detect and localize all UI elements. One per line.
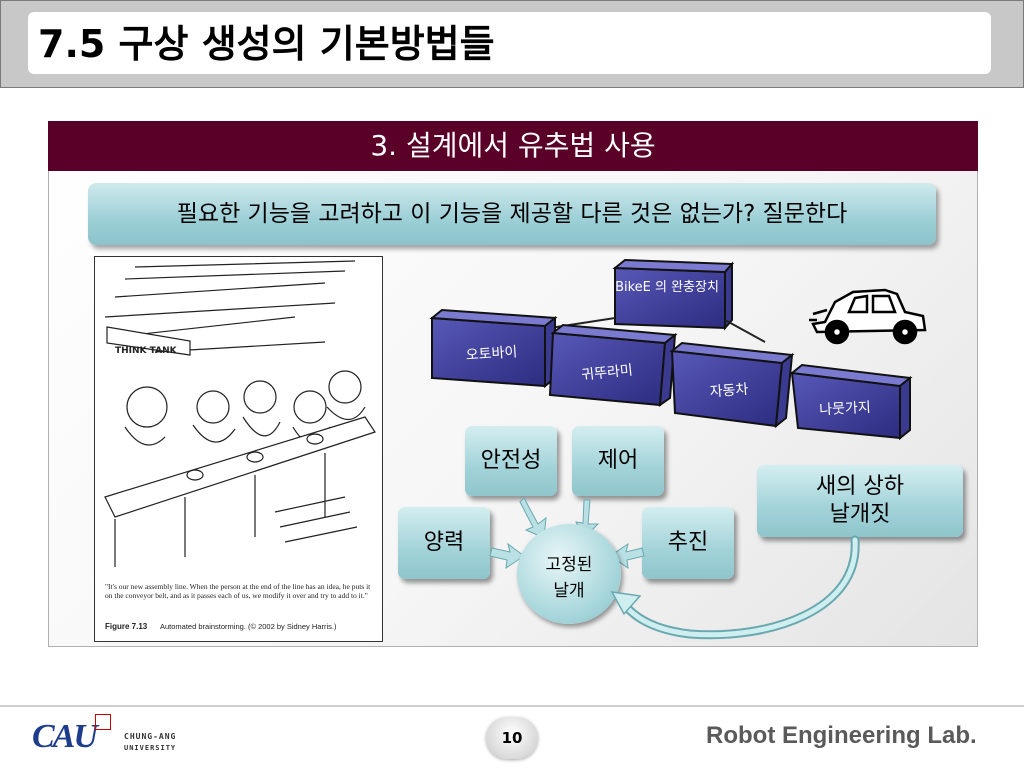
center-node: 고정된 날개 (517, 524, 621, 624)
analogy-boxes (429, 258, 913, 441)
curved-arrow-icon (610, 535, 860, 640)
section-header: 3. 설계에서 유추법 사용 (48, 121, 978, 171)
university-logo: CAU CHUNG-ANG UNIVERSITY (32, 714, 192, 764)
cartoon-image: THINK TANK "It's our new assembly line. … (94, 256, 383, 642)
university-name-line2: UNIVERSITY (124, 744, 177, 752)
title-box (28, 12, 991, 74)
slide-title: 7.5 구상 생성의 기본방법들 (38, 22, 495, 66)
box-bikee (612, 258, 735, 331)
figure-caption: Automated brainstorming. (© 2002 by Sidn… (160, 622, 337, 631)
box-car (669, 341, 795, 429)
tile-lift: 양력 (398, 507, 490, 579)
arrow-icon (489, 542, 525, 570)
box-branch (789, 363, 913, 441)
tile-bird-flapping-label: 새의 상하 날개짓 (816, 474, 904, 527)
vintage-car-icon (809, 288, 927, 345)
cartoon-caption: "It's our new assembly line. When the pe… (105, 582, 371, 600)
box-cricket (548, 323, 678, 408)
tile-safety: 안전성 (465, 426, 557, 496)
university-name-line1: CHUNG-ANG (124, 732, 177, 741)
tile-thrust: 추진 (642, 507, 734, 579)
box-motorcycle (429, 308, 558, 389)
figure-label: Figure 7.13 (105, 622, 148, 631)
question-banner: 필요한 기능을 고려하고 이 기능을 제공할 다른 것은 없는가? 질문한다 (88, 183, 936, 245)
cartoon-sign: THINK TANK (115, 346, 178, 356)
page-number: 10 (486, 717, 538, 759)
center-node-label: 고정된 날개 (545, 555, 593, 601)
think-tank-cartoon: THINK TANK "It's our new assembly line. … (104, 260, 376, 631)
footer-divider (0, 705, 1024, 707)
tile-control: 제어 (572, 426, 664, 496)
arrow-icon (519, 497, 547, 539)
box-label-bikee: BikeE 의 완충장치 (615, 280, 719, 295)
lab-name: Robot Engineering Lab. (706, 722, 977, 749)
tile-bird-flapping: 새의 상하 날개짓 (757, 465, 963, 537)
cau-logo-text: CAU (32, 718, 98, 755)
logo-mark-icon (95, 714, 111, 730)
